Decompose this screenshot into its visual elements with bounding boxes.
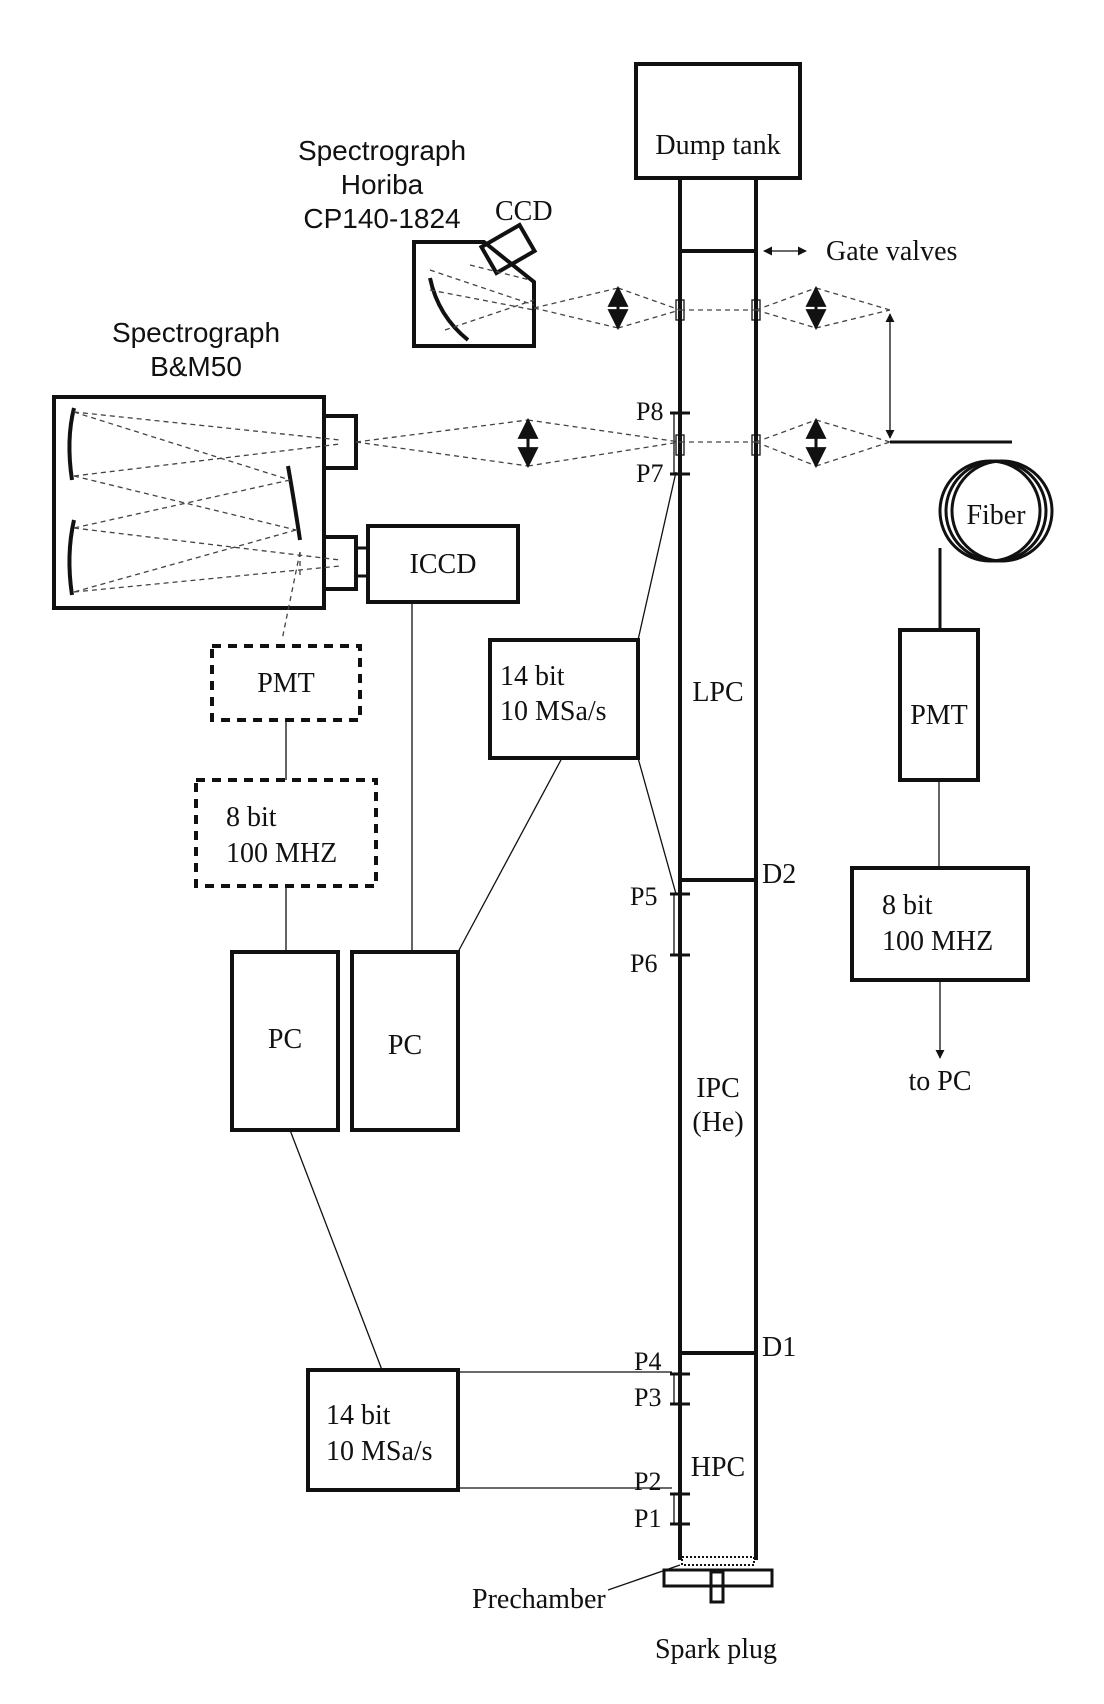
spark-plug: [709, 1570, 725, 1604]
bm50-exit-port: [322, 535, 358, 591]
ccd-label: CCD: [495, 196, 553, 227]
to-pc-label: to PC: [908, 1066, 971, 1097]
bm50-title-1: Spectrograph: [112, 317, 280, 348]
spark-plug-flange: [662, 1568, 774, 1588]
pc-right-label: PC: [388, 1030, 422, 1061]
iccd-box: [366, 524, 520, 604]
p3-label: P3: [634, 1383, 661, 1412]
horiba-title-2: Horiba: [341, 169, 424, 200]
d2-label: D2: [762, 859, 796, 890]
bm50-entrance-port: [322, 414, 358, 470]
digitizer-bottom-line2: 10 MSa/s: [326, 1436, 433, 1467]
pmt-right-box: [898, 628, 980, 782]
optical-path-lower: [355, 419, 891, 467]
ipc-label: IPC: [696, 1073, 740, 1104]
dump-tank-label: Dump tank: [655, 130, 780, 161]
digitizer-top-line2: 10 MSa/s: [500, 696, 607, 727]
lpc-label: LPC: [692, 677, 743, 708]
digitizer-dashed-line1: 8 bit: [226, 802, 277, 833]
dump-tank: [634, 62, 802, 180]
spectrograph-horiba: [412, 240, 536, 348]
digitizer-right-line1: 8 bit: [882, 890, 933, 921]
pmt-right-label: PMT: [910, 700, 968, 731]
p8-label: P8: [636, 397, 663, 426]
pmt-dashed-box: [210, 644, 362, 722]
fiber-coil: [938, 459, 1054, 563]
prechamber-label: Prechamber: [472, 1584, 606, 1615]
digitizer-top-box: [488, 638, 640, 760]
spectrograph-bm50: [52, 395, 326, 610]
ccd-detector: [478, 222, 538, 276]
p4-label: P4: [634, 1347, 661, 1376]
fiber-label: Fiber: [966, 500, 1026, 531]
pc-right-box: [350, 950, 460, 1132]
p1-label: P1: [634, 1504, 661, 1533]
ipc-gas-label: (He): [692, 1107, 743, 1138]
p7-label: P7: [636, 459, 663, 488]
digitizer-top-line1: 14 bit: [500, 661, 565, 692]
digitizer-bottom-box: [306, 1368, 460, 1492]
iccd-label: ICCD: [410, 549, 477, 580]
gate-valves-label: Gate valves: [826, 236, 957, 267]
optical-path-upper: [533, 287, 891, 329]
pc-left-box: [230, 950, 340, 1132]
digitizer-right-box: [850, 866, 1030, 982]
digitizer-dashed-box: [194, 778, 378, 888]
digitizer-dashed-line2: 100 MHZ: [226, 838, 337, 869]
lens-arrows: [517, 285, 895, 469]
bm50-title-2: B&M50: [150, 351, 242, 382]
p5-label: P5: [630, 882, 657, 911]
hpc-label: HPC: [691, 1452, 745, 1483]
d1-label: D1: [762, 1332, 796, 1363]
p6-label: P6: [630, 949, 657, 978]
p2-label: P2: [634, 1467, 661, 1496]
pc-left-label: PC: [268, 1024, 302, 1055]
horiba-title-3: CP140-1824: [303, 203, 460, 234]
pmt-dashed-label: PMT: [257, 668, 315, 699]
spark-plug-label: Spark plug: [655, 1634, 777, 1665]
prechamber: [681, 1556, 755, 1566]
digitizer-right-line2: 100 MHZ: [882, 926, 993, 957]
horiba-title-1: Spectrograph: [298, 135, 466, 166]
digitizer-bottom-line1: 14 bit: [326, 1400, 391, 1431]
shock-tube: Dump tank: [634, 62, 802, 1604]
